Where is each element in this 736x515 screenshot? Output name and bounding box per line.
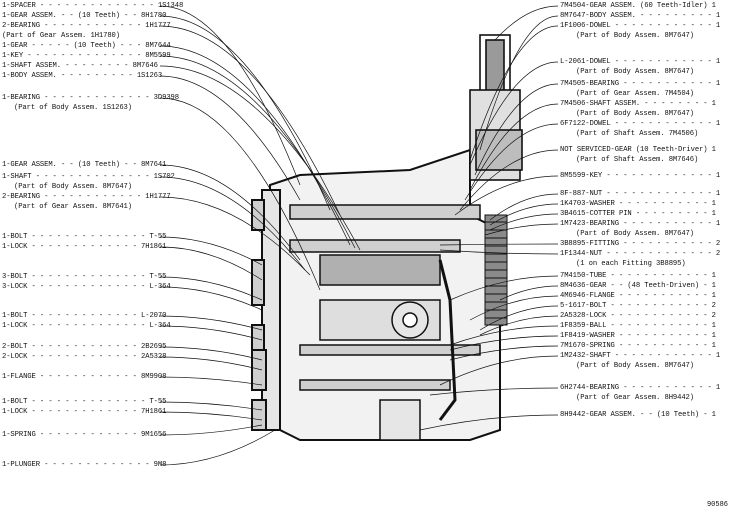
left-leader-line (159, 286, 263, 311)
left-leader-line (159, 356, 263, 371)
right-leader-line (469, 25, 559, 161)
left-leader-line (159, 55, 356, 249)
left-leader-line (159, 97, 321, 291)
left-leader-line (159, 401, 263, 411)
left-leader-line (159, 5, 301, 186)
left-leader-line (159, 325, 263, 341)
left-leader-line (159, 276, 263, 301)
right-leader-line (439, 355, 559, 386)
left-leader-line (159, 176, 306, 271)
left-leader-line (159, 424, 263, 436)
right-leader-line (484, 223, 559, 236)
right-leader-line (489, 213, 559, 231)
figure-number: 90586 (706, 501, 728, 509)
left-leader-line (159, 65, 361, 251)
left-leader-line (159, 246, 263, 281)
idler-gear-stack (469, 34, 523, 181)
right-leader-line (489, 193, 559, 221)
right-leader-line (419, 414, 559, 431)
left-leader-line (159, 75, 301, 201)
oil-tube (438, 259, 457, 421)
right-leader-line (454, 175, 559, 216)
right-leader-line (474, 83, 559, 176)
left-leader-line (159, 411, 263, 421)
right-leader-line (439, 249, 559, 255)
right-leader-line (479, 305, 559, 331)
right-leader-line (489, 203, 559, 226)
right-leader-line (439, 243, 559, 246)
right-leader-line (449, 275, 559, 301)
left-leader-line (159, 346, 263, 361)
left-leader-line (159, 429, 276, 466)
left-leader-line (159, 315, 263, 331)
right-leader-line (429, 387, 559, 396)
right-leader-line (479, 315, 559, 336)
left-leader-line (159, 196, 311, 276)
right-leader-line (479, 15, 559, 151)
right-leader-line (469, 61, 559, 166)
relief-valve (379, 301, 429, 441)
left-leader-line (159, 15, 331, 211)
right-leader-line (449, 335, 559, 351)
right-leader-line (459, 149, 559, 211)
right-leader-line (449, 345, 559, 361)
right-leader-line (464, 123, 559, 201)
right-leader-line (494, 5, 559, 41)
right-leader-line (449, 325, 559, 346)
right-leader-line (469, 295, 559, 321)
left-leader-lines (159, 5, 361, 466)
driven-gear (484, 214, 508, 326)
left-leader-line (159, 376, 263, 386)
right-leader-line (499, 285, 559, 301)
left-leader-line (159, 25, 341, 216)
left-leader-line (159, 164, 301, 261)
left-leader-line (159, 236, 263, 266)
right-leader-lines (419, 5, 559, 431)
left-leader-line (159, 45, 351, 246)
right-leader-line (469, 103, 559, 191)
